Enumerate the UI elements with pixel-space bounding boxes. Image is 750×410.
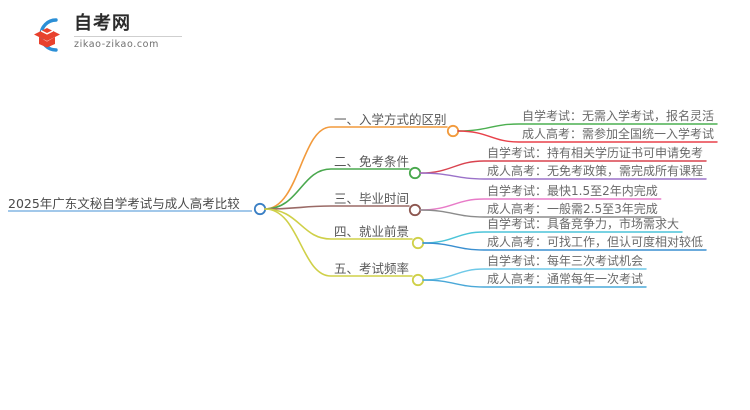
logo-domain: zikao-zikao.com (74, 39, 159, 50)
leaf-label-4-2[interactable]: 成人高考：可找工作，但认可度相对较低 (487, 235, 704, 249)
leaf-label-4-1[interactable]: 自学考试：具备竞争力，市场需求大 (487, 217, 680, 231)
branch-label-5[interactable]: 五、考试频率 (334, 261, 410, 276)
graduation-cap-logo-icon (26, 14, 70, 56)
branch-label-1[interactable]: 一、入学方式的区别 (334, 112, 447, 127)
leaf-label-2-1[interactable]: 自学考试：持有相关学历证书可申请免考 (487, 146, 704, 160)
root-node-label: 2025年广东文秘自学考试与成人高考比较 (8, 196, 240, 211)
logo-divider (74, 36, 182, 37)
leaf-label-1-1[interactable]: 自学考试：无需入学考试，报名灵活 (522, 109, 715, 123)
logo-title: 自考网 (74, 13, 131, 34)
branch-label-4[interactable]: 四、就业前景 (334, 224, 410, 239)
site-logo: 自考网 zikao-zikao.com (26, 12, 206, 60)
logo-text: 自考网 zikao-zikao.com (74, 13, 204, 51)
leaf-label-5-1[interactable]: 自学考试：每年三次考试机会 (487, 254, 644, 268)
branch-label-3[interactable]: 三、毕业时间 (334, 191, 410, 206)
leaf-label-5-2[interactable]: 成人高考：通常每年一次考试 (487, 272, 644, 286)
leaf-label-3-1[interactable]: 自学考试：最快1.5至2年内完成 (487, 184, 658, 198)
leaf-label-1-2[interactable]: 成人高考：需参加全国统一入学考试 (522, 127, 715, 141)
leaf-label-3-2[interactable]: 成人高考：一般需2.5至3年完成 (487, 202, 658, 216)
branch-label-2[interactable]: 二、免考条件 (334, 154, 410, 169)
leaf-label-2-2[interactable]: 成人高考：无免考政策，需完成所有课程 (487, 164, 704, 178)
